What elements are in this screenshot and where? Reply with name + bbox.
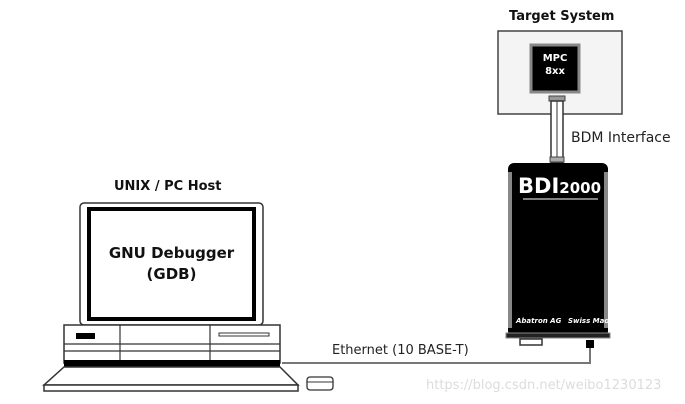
mouse [306,376,334,391]
chip-line-1: MPC [542,53,568,64]
ethernet-label: Ethernet (10 BASE-T) [332,343,469,358]
monitor-screen [87,207,256,321]
bdi2000-logo: BDI2000 [518,174,601,198]
screen-line-2: (GDB) [146,265,197,283]
ethernet-cable [282,348,591,364]
host-title: UNIX / PC Host [114,179,222,194]
mpc-chip [529,43,581,94]
bdi-brand: BDI [518,174,560,198]
target-system-title: Target System [509,9,615,24]
screen-line-1: GNU Debugger [108,244,235,262]
bdi-footer-right: Swiss Made [568,317,615,325]
bdi-footer-left: Abatron AG [516,317,562,325]
bdi-model: 2000 [559,179,602,197]
host-screen-text: GNU Debugger (GDB) [89,243,254,285]
chip-line-2: 8xx [545,66,565,77]
ethernet-port [586,340,594,348]
mpc-chip-label: MPC 8xx [531,52,579,78]
drive-slot [76,333,95,339]
bdi2000-body [508,163,608,337]
watermark: https://blog.csdn.net/weibo1230123 [426,378,662,393]
serial-port [519,338,543,346]
keyboard [42,366,300,386]
bdm-interface-label: BDM Interface [571,130,671,146]
floppy-slot [218,332,270,337]
